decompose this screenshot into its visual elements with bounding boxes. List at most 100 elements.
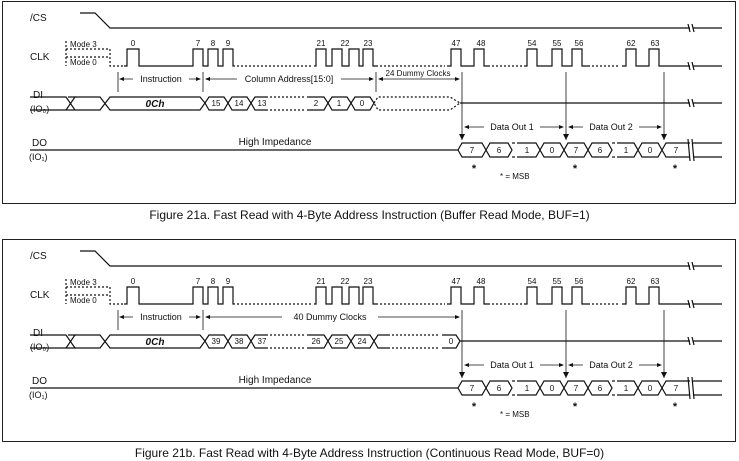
high-impedance-label: High Impedance xyxy=(239,375,312,386)
do-bit: 6 xyxy=(598,146,603,155)
msb-star: * xyxy=(673,163,678,175)
do-bit: 7 xyxy=(470,146,475,155)
di-bit: 14 xyxy=(235,99,244,108)
do-bit: 1 xyxy=(525,146,530,155)
clock-number: 23 xyxy=(364,277,373,286)
di-bit: 25 xyxy=(335,337,344,346)
figure-21b-caption: Figure 21b. Fast Read with 4-Byte Addres… xyxy=(134,446,605,460)
address-span-label: Column Address[15:0] xyxy=(245,74,334,84)
clk-label: CLK xyxy=(30,290,50,301)
clock-number: 54 xyxy=(528,39,537,48)
clock-number: 7 xyxy=(196,277,201,286)
figure-21a-timing-diagram: /CS CLK DI (IO₀) DO (IO₁) Mode 3 Mode 0 … xyxy=(29,12,722,181)
instruction-span-label: Instruction xyxy=(140,74,182,84)
di-bit: 0 xyxy=(360,99,365,108)
clk-label: CLK xyxy=(30,52,50,63)
msb-note: * = MSB xyxy=(500,172,530,181)
data-out-1-label: Data Out 1 xyxy=(490,122,534,132)
opcode-value: 0Ch xyxy=(146,99,165,110)
clock-number: 47 xyxy=(452,39,461,48)
mode3-label: Mode 3 xyxy=(70,278,97,287)
data-out-2-label: Data Out 2 xyxy=(589,122,633,132)
figure-21a-panel xyxy=(2,1,736,204)
msb-star: * xyxy=(573,401,578,413)
mode0-label: Mode 0 xyxy=(70,58,97,67)
figure-21b-panel xyxy=(2,239,736,442)
cs-label: /CS xyxy=(30,251,47,262)
clock-number: 63 xyxy=(651,39,660,48)
do-bit: 0 xyxy=(648,146,653,155)
clock-number: 0 xyxy=(131,39,136,48)
di-bit: 13 xyxy=(258,99,267,108)
msb-star: * xyxy=(673,401,678,413)
mode0-label: Mode 0 xyxy=(70,296,97,305)
clock-number: 47 xyxy=(452,277,461,286)
do-bit: 1 xyxy=(525,384,530,393)
clock-number: 55 xyxy=(553,39,562,48)
di-bit: 26 xyxy=(312,337,321,346)
clock-number: 63 xyxy=(651,277,660,286)
di-bit: 1 xyxy=(337,99,342,108)
do-bit: 0 xyxy=(550,384,555,393)
di-bit: 38 xyxy=(235,337,244,346)
clock-number: 21 xyxy=(317,39,326,48)
do-bit: 1 xyxy=(624,384,629,393)
clock-number: 62 xyxy=(627,39,636,48)
figure-21a-caption: Figure 21a. Fast Read with 4-Byte Addres… xyxy=(149,208,590,222)
clock-number: 7 xyxy=(196,39,201,48)
dummy-span-label: 24 Dummy Clocks xyxy=(386,69,451,78)
do-bit: 7 xyxy=(470,384,475,393)
di-label: DI xyxy=(33,90,43,101)
di-sub-label: (IO₀) xyxy=(30,104,49,114)
figure-21b-timing-diagram: /CS CLK DI (IO₀) DO (IO₁) Mode 3 Mode 0 … xyxy=(29,250,722,419)
di-bit: 24 xyxy=(358,337,367,346)
high-impedance-label: High Impedance xyxy=(239,137,312,148)
do-bit: 7 xyxy=(574,384,579,393)
do-bit: 6 xyxy=(497,384,502,393)
di-bit: 0 xyxy=(449,337,454,346)
do-bit: 7 xyxy=(674,384,679,393)
do-sub-label: (IO₁) xyxy=(29,152,48,162)
clock-number: 8 xyxy=(211,277,216,286)
msb-star: * xyxy=(573,163,578,175)
clock-number: 48 xyxy=(477,39,486,48)
clock-number: 9 xyxy=(226,39,231,48)
do-label: DO xyxy=(32,138,47,149)
dummy-span-label: 40 Dummy Clocks xyxy=(293,312,367,322)
do-bit: 1 xyxy=(624,146,629,155)
do-bit: 0 xyxy=(550,146,555,155)
clock-number: 54 xyxy=(528,277,537,286)
di-bit: 15 xyxy=(212,99,221,108)
clock-number: 23 xyxy=(364,39,373,48)
opcode-value: 0Ch xyxy=(146,337,165,348)
mode3-label: Mode 3 xyxy=(70,40,97,49)
do-bit: 6 xyxy=(598,384,603,393)
clock-number: 22 xyxy=(341,39,350,48)
clock-number: 48 xyxy=(477,277,486,286)
di-label: DI xyxy=(33,328,43,339)
do-label: DO xyxy=(32,376,47,387)
cs-label: /CS xyxy=(30,13,47,24)
clock-number: 22 xyxy=(341,277,350,286)
msb-star: * xyxy=(472,163,477,175)
do-bit: 7 xyxy=(674,146,679,155)
data-out-1-label: Data Out 1 xyxy=(490,360,534,370)
clock-number: 56 xyxy=(575,277,584,286)
do-sub-label: (IO₁) xyxy=(29,390,48,400)
msb-star: * xyxy=(472,401,477,413)
data-out-2-label: Data Out 2 xyxy=(589,360,633,370)
clock-number: 9 xyxy=(226,277,231,286)
clock-number: 0 xyxy=(131,277,136,286)
di-bit: 39 xyxy=(212,337,221,346)
do-bit: 0 xyxy=(648,384,653,393)
di-bit: 37 xyxy=(258,337,267,346)
clock-number: 62 xyxy=(627,277,636,286)
clock-number: 21 xyxy=(317,277,326,286)
msb-note: * = MSB xyxy=(500,410,530,419)
do-bit: 7 xyxy=(574,146,579,155)
di-bit: 2 xyxy=(314,99,319,108)
clock-number: 55 xyxy=(553,277,562,286)
di-sub-label: (IO₀) xyxy=(30,342,49,352)
instruction-span-label: Instruction xyxy=(140,312,182,322)
clock-number: 8 xyxy=(211,39,216,48)
